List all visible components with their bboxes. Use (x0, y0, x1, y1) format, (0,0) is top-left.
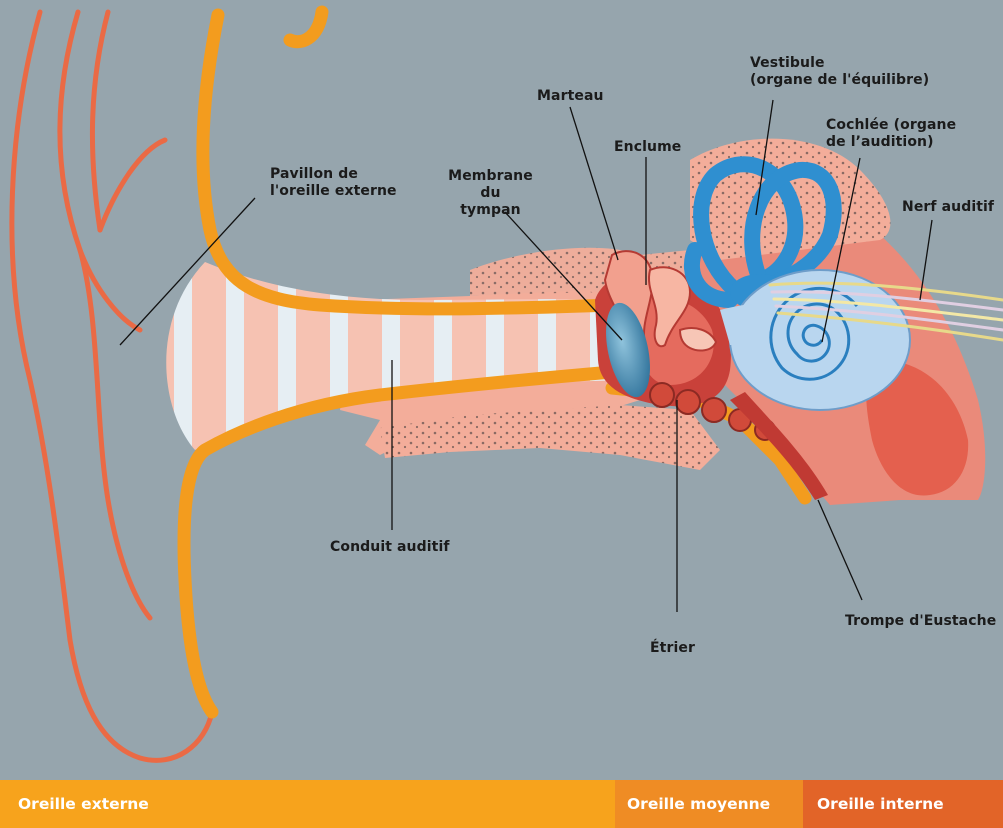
label-vestibule: Vestibule (organe de l'équilibre) (750, 55, 929, 89)
label-marteau: Marteau (537, 88, 604, 105)
ear-sections-bar: Oreille externe Oreille moyenne Oreille … (0, 780, 1003, 828)
label-membrane-tympan: Membrane du tympan (448, 168, 533, 219)
section-label-interne: Oreille interne (817, 795, 944, 813)
label-pavillon: Pavillon de l'oreille externe (270, 166, 397, 200)
section-oreille-externe: Oreille externe (0, 780, 615, 828)
label-trompe-eustache: Trompe d'Eustache (845, 613, 996, 630)
label-nerf-auditif: Nerf auditif (902, 199, 994, 216)
section-oreille-interne: Oreille interne (803, 780, 1003, 828)
section-label-moyenne: Oreille moyenne (627, 795, 770, 813)
section-oreille-moyenne: Oreille moyenne (615, 780, 803, 828)
label-cochlee: Cochlée (organe de l’audition) (826, 117, 956, 151)
section-label-externe: Oreille externe (18, 795, 149, 813)
label-conduit-auditif: Conduit auditif (330, 539, 450, 556)
label-enclume: Enclume (614, 139, 681, 156)
label-etrier: Étrier (650, 640, 695, 657)
